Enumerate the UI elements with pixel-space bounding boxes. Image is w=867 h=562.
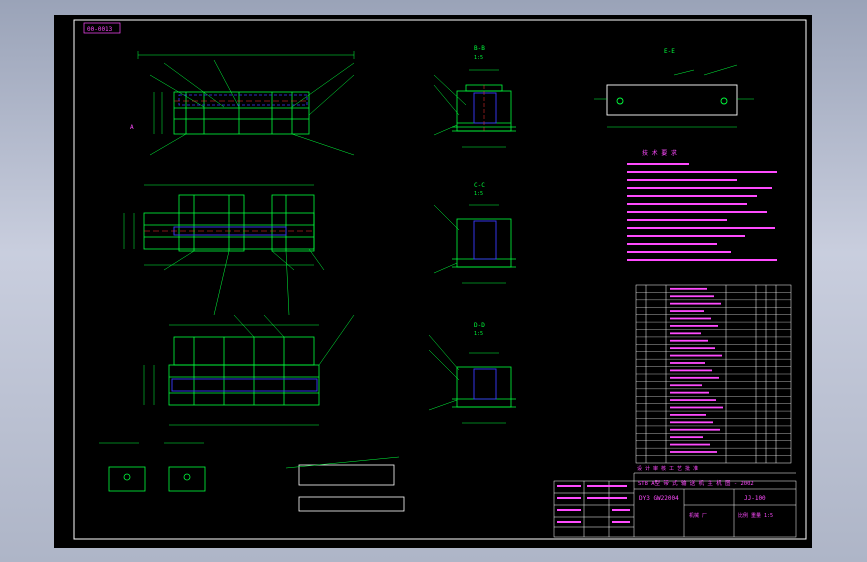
- parts-list-cell-text: [670, 339, 708, 342]
- scale-row: 比例 重量 1:5: [738, 512, 773, 519]
- scale-label-d: 1:5: [474, 331, 483, 337]
- parts-list-cell-text: [670, 399, 716, 401]
- parts-list-cell-text: [670, 332, 701, 335]
- section-view-b: [433, 69, 516, 148]
- project-line: ST8 A型 带 式 输 送 机 主 机 图 - 2002: [638, 479, 754, 487]
- parts-list-cell-text: [670, 384, 702, 387]
- corner-tag: 00-0013: [87, 26, 113, 33]
- drawing-frame: [73, 19, 807, 540]
- lower-view-belt: [171, 378, 318, 392]
- top-view-belt: [178, 94, 308, 106]
- section-c-belt: [473, 220, 497, 260]
- parts-list-cell-text: [670, 287, 707, 290]
- section-b-belt: [473, 92, 497, 124]
- section-label-b: B-B: [474, 45, 485, 52]
- parts-list-cell-text: [670, 369, 712, 372]
- parts-list-cell-text: [670, 391, 709, 394]
- notes-title: 技 术 要 求: [642, 149, 677, 157]
- title-block: [553, 472, 797, 538]
- title-block-revision-fill: [557, 485, 630, 523]
- parts-list-cell-text: [670, 354, 722, 357]
- drawing-number: DY3 GW22004: [639, 495, 679, 502]
- cad-drawing: 00-0013 A: [73, 19, 807, 540]
- section-view-c: [433, 204, 516, 284]
- parts-list-cell-text: [670, 302, 721, 305]
- parts-list-rows: [636, 287, 791, 456]
- section-label-e: E-E: [664, 48, 675, 55]
- parts-list-cell-text: [670, 310, 704, 312]
- parts-list-cell-text: [670, 347, 715, 350]
- parts-list-cell-text: [670, 436, 703, 439]
- parts-list-cell-text: [670, 443, 710, 446]
- parts-list-cell-text: [670, 325, 718, 327]
- plate-detail: [594, 64, 754, 128]
- view-label-a: A: [130, 124, 134, 131]
- parts-list-cell-text: [670, 376, 719, 379]
- section-label-d: D-D: [474, 322, 485, 329]
- notes-text-lines: [627, 163, 777, 261]
- parts-list-cell-text: [670, 362, 705, 364]
- parts-list-cell-text: [670, 295, 714, 298]
- scale-label-b: 1:5: [474, 55, 483, 61]
- company-name: 机械 厂: [689, 512, 707, 519]
- section-d-belt: [473, 368, 497, 400]
- elevation-view-lower: [143, 314, 355, 426]
- parts-list-cell-text: [670, 406, 723, 409]
- section-view-d: [428, 334, 516, 424]
- parts-list-cell-text: [670, 428, 720, 431]
- drawing-sheet: 00-0013 A: [54, 15, 812, 548]
- signature-row: 设 计 审 核 工 艺 批 准: [637, 465, 698, 472]
- bar-details: [285, 456, 405, 512]
- parts-list-cell-text: [670, 451, 717, 453]
- drawing-code: JJ-100: [744, 495, 766, 502]
- parts-list-cell-text: [670, 421, 713, 424]
- parts-list-cell-text: [670, 414, 706, 416]
- section-label-c: C-C: [474, 182, 485, 189]
- scale-label-c: 1:5: [474, 191, 483, 197]
- corner-tag-box: [83, 22, 121, 34]
- elevation-view-top: [137, 51, 355, 156]
- plan-view-middle: [123, 184, 325, 316]
- detail-views-small: [99, 442, 206, 492]
- parts-list-cell-text: [670, 317, 711, 320]
